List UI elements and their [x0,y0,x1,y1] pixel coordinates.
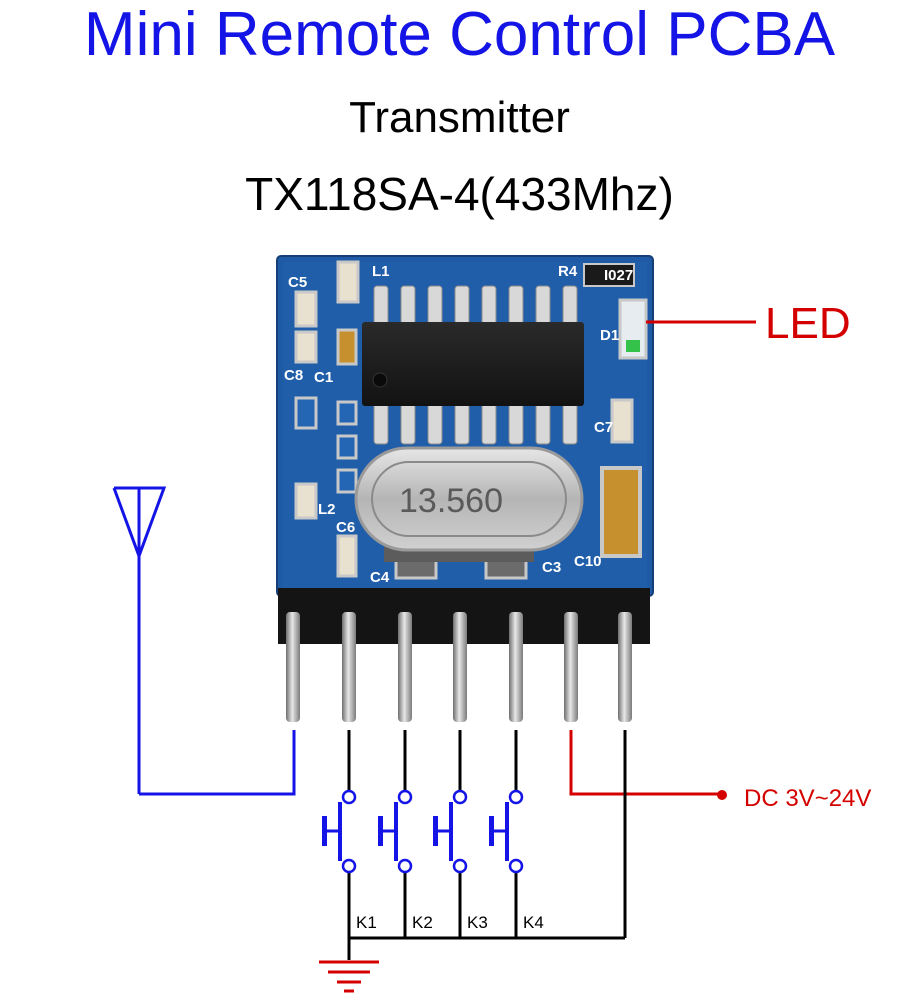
key-label-k3: K3 [467,913,488,932]
silkscreen-labels: C5 L1 R4 D1 C8 C1 C7 L2 C6 C4 C3 C10 [284,263,619,586]
ic-pins-bottom [373,401,578,445]
key-label-k4: K4 [523,913,544,932]
svg-text:C4: C4 [370,569,390,586]
crystal-frequency: 13.560 [399,482,503,520]
svg-text:D1: D1 [600,327,619,344]
key-label-k1: K1 [356,913,377,932]
crystal-oscillator: 13.560 [354,446,584,562]
page-title: Mini Remote Control PCBA [83,0,836,69]
push-button-k4 [489,789,524,874]
svg-text:C1: C1 [314,369,333,386]
svg-text:C10: C10 [574,553,602,570]
resistor-marking: I027 [604,267,633,284]
power-label: DC 3V~24V [744,785,871,812]
push-button-k3 [433,789,468,874]
push-button-k1 [322,789,357,874]
svg-text:C7: C7 [594,419,613,436]
svg-text:C6: C6 [336,519,355,536]
smd-components [294,260,648,580]
svg-text:L2: L2 [318,501,336,518]
header-pins [286,612,632,722]
model-number: TX118SA-4(433Mhz) [245,168,674,220]
key-wires [347,730,627,940]
push-button-k2 [378,789,413,874]
svg-text:R4: R4 [558,263,578,280]
ic-chip [362,322,584,406]
svg-text:C3: C3 [542,559,561,576]
svg-text:L1: L1 [372,263,390,280]
led-label: LED [765,299,851,348]
svg-text:C8: C8 [284,367,303,384]
ground-icon [319,938,379,993]
key-label-k2: K2 [412,913,433,932]
power-wire [569,730,727,800]
antenna-symbol [112,486,296,796]
subtitle: Transmitter [349,93,570,142]
svg-text:C5: C5 [288,274,307,291]
